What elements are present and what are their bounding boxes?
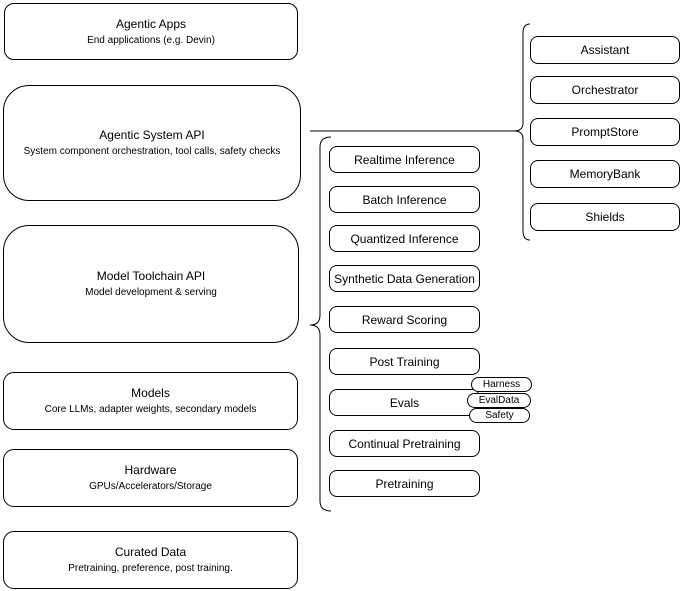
node-models-subtitle: Core LLMs, adapter weights, secondary mo…	[44, 404, 257, 415]
node-post-training: Post Training	[329, 348, 480, 375]
node-synthetic-data-generation: Synthetic Data Generation	[329, 265, 480, 292]
node-curated-data-subtitle: Pretraining, preference, post training.	[68, 563, 233, 574]
node-agentic-apps-title: Agentic Apps	[115, 16, 187, 31]
node-continual-pretraining: Continual Pretraining	[329, 430, 480, 457]
node-agentic-system-api: Agentic System API System component orch…	[3, 85, 301, 201]
node-orchestrator: Orchestrator	[530, 76, 680, 104]
node-assistant: Assistant	[530, 36, 680, 64]
node-hardware-title: Hardware	[124, 463, 177, 477]
node-agentic-system-api-subtitle: System component orchestration, tool cal…	[23, 146, 281, 157]
node-hardware-subtitle: GPUs/Accelerators/Storage	[89, 481, 212, 492]
node-models: Models Core LLMs, adapter weights, secon…	[3, 372, 298, 430]
node-quantized-inference: Quantized Inference	[329, 225, 480, 252]
node-pretraining: Pretraining	[329, 470, 480, 497]
system-group-brace	[513, 23, 531, 241]
node-memorybank-label: MemoryBank	[569, 167, 641, 181]
node-assistant-label: Assistant	[580, 43, 630, 57]
tag-harness-label: Harness	[482, 379, 521, 390]
tag-safety: Safety	[469, 408, 530, 423]
node-model-toolchain-api: Model Toolchain API Model development & …	[3, 225, 299, 343]
node-synthetic-data-generation-label: Synthetic Data Generation	[334, 271, 475, 286]
tag-harness: Harness	[471, 377, 532, 392]
node-curated-data: Curated Data Pretraining, preference, po…	[3, 531, 298, 589]
tag-evaldata-label: EvalData	[478, 395, 520, 406]
node-batch-inference-label: Batch Inference	[362, 192, 447, 207]
node-model-toolchain-api-subtitle: Model development & serving	[85, 287, 217, 298]
node-model-toolchain-api-title: Model Toolchain API	[96, 269, 206, 283]
node-quantized-inference-label: Quantized Inference	[350, 231, 459, 246]
node-models-title: Models	[131, 386, 170, 400]
node-agentic-apps-subtitle: End applications (e.g. Devin)	[87, 34, 215, 46]
tag-safety-label: Safety	[485, 410, 514, 421]
node-reward-scoring-label: Reward Scoring	[361, 312, 448, 327]
node-realtime-inference-label: Realtime Inference	[354, 152, 455, 167]
node-shields-label: Shields	[585, 210, 625, 224]
node-agentic-system-api-title: Agentic System API	[99, 128, 205, 142]
node-promptstore-label: PromptStore	[571, 125, 639, 139]
toolchain-group-brace	[309, 136, 332, 512]
node-reward-scoring: Reward Scoring	[329, 306, 480, 333]
node-memorybank: MemoryBank	[530, 160, 680, 188]
node-orchestrator-label: Orchestrator	[571, 83, 639, 97]
node-evals-label: Evals	[389, 395, 420, 410]
node-hardware: Hardware GPUs/Accelerators/Storage	[3, 449, 298, 507]
node-agentic-apps: Agentic Apps End applications (e.g. Devi…	[4, 3, 298, 60]
tag-evaldata: EvalData	[467, 393, 531, 408]
node-pretraining-label: Pretraining	[375, 476, 434, 491]
node-batch-inference: Batch Inference	[329, 186, 480, 213]
node-promptstore: PromptStore	[530, 118, 680, 146]
node-evals: Evals	[329, 389, 480, 416]
node-post-training-label: Post Training	[369, 354, 440, 369]
node-realtime-inference: Realtime Inference	[329, 146, 480, 173]
node-continual-pretraining-label: Continual Pretraining	[348, 436, 461, 451]
node-shields: Shields	[530, 203, 680, 231]
node-curated-data-title: Curated Data	[114, 545, 187, 559]
